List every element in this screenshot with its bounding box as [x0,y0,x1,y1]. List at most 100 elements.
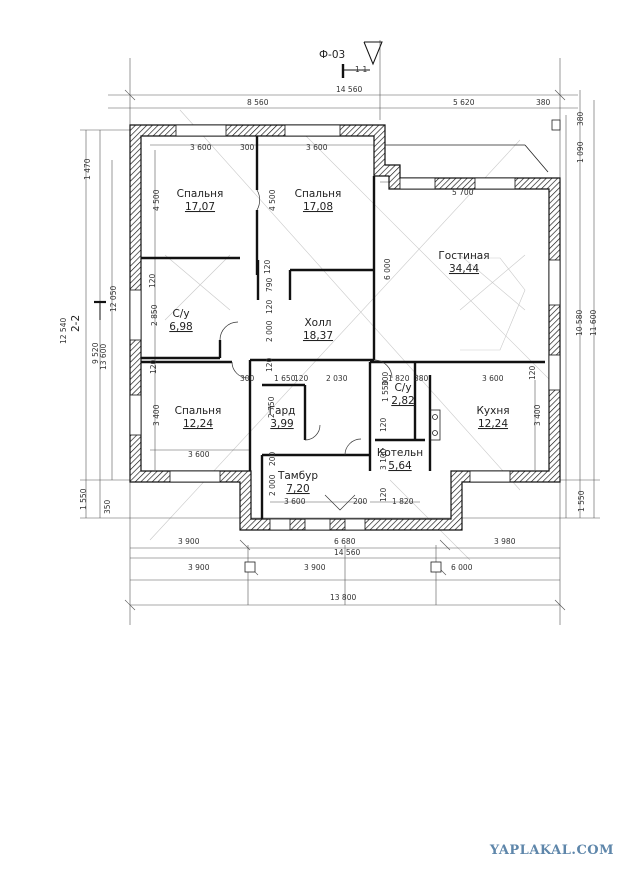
dim-label: 120 [528,365,537,380]
dim-label: 120 [263,259,272,274]
room-labels: Спальня 17,07 Спальня 17,08 Гостиная 34,… [169,188,509,495]
room-name: Холл [304,317,331,329]
dim-label: 8 560 [247,98,269,107]
dim-label: 10 580 [575,310,584,336]
dim-label: 380 [576,111,585,126]
kitchen-fixtures [429,409,441,441]
dim-label: 300 [240,143,255,152]
dim-label: 3 400 [533,404,542,426]
axis-markers [244,119,561,573]
room-area: 18,37 [303,330,333,342]
room-name: Спальня [175,405,222,417]
dim-label: 1 550 [577,490,586,512]
room-area: 12,24 [183,418,213,430]
dim-label: 3 400 [152,404,161,426]
dim-label: 9 520 [91,342,100,364]
dim-label: 5 620 [453,98,475,107]
dim-label: 1 650 [274,374,296,383]
dim-label: 120 [265,299,274,314]
bottom-dimensions: 3 900 6 680 3 980 14 560 3 900 3 900 6 0… [178,537,516,602]
dim-label: 12 540 [59,318,68,344]
dim-label: 200 [268,451,277,466]
room-area: 2,82 [391,395,414,407]
dim-label: 300 [381,371,390,386]
room-name: Кухня [476,405,509,417]
room-name: Гостиная [438,250,489,262]
room-area: 17,07 [185,201,215,213]
door-swings [219,189,393,511]
dim-label: 1 550 [79,488,88,510]
dim-label: 120 [294,374,309,383]
dim-label: 1 820 [388,374,410,383]
dim-label: 1 090 [576,141,585,163]
dim-label: 13 800 [330,593,356,602]
dim-label: 120 [265,357,274,372]
room-name: С/у [172,308,189,320]
dim-label: 790 [265,277,274,292]
interior-dimensions: 4 500 4 500 6 000 120 2 850 120 790 120 … [148,189,542,506]
dim-label: 5 700 [452,188,474,197]
dim-label: 120 [379,417,388,432]
dim-label: 3 980 [494,537,516,546]
dim-label: 13 600 [99,344,108,370]
dim-label: 200 [353,497,368,506]
room-area: 17,08 [303,201,333,213]
section-marker [341,41,383,78]
windows [129,124,561,531]
dim-label: 3 900 [178,537,200,546]
dim-label: 1 820 [392,497,414,506]
watermark: YAPLAKAL.COM [489,843,614,858]
dim-label: 11 600 [589,310,598,336]
top-dimensions: 14 560 8 560 5 620 380 3 600 300 3 600 5… [190,85,551,197]
dim-label: 2 030 [326,374,348,383]
interior-walls [141,136,545,519]
dim-label: 120 [379,487,388,502]
axis-2-2-marker [94,300,106,320]
room-name: Спальня [295,188,342,200]
dim-label: 6 680 [334,537,356,546]
axis-2-2-label: 2-2 [70,315,82,332]
section-cut-label: 1-1 [355,65,367,74]
room-area: 3,99 [270,418,293,430]
room-area: 34,44 [449,263,479,275]
dim-label: 4 500 [268,189,277,211]
dim-label: 3 600 [190,143,212,152]
dim-label: 1 470 [83,158,92,180]
dim-label: 120 [149,359,158,374]
dim-label: 2 850 [150,304,159,326]
left-dimensions: 1 470 12 540 9 520 13 600 12 050 1 550 3… [59,158,118,514]
dim-label: 2 000 [268,474,277,496]
dim-label: 380 [414,374,429,383]
dim-label: 1 550 [381,380,390,402]
dim-label: 4 500 [152,189,161,211]
dim-label: 3 600 [306,143,328,152]
room-area: 7,20 [286,483,309,495]
room-area: 5,64 [388,460,412,472]
dim-label: 350 [103,499,112,514]
dim-label: 3 900 [304,563,326,572]
dim-label: 380 [536,98,551,107]
dim-label: 3 600 [482,374,504,383]
dim-label: 300 [240,374,255,383]
dim-label: 3 900 [188,563,210,572]
room-name: Спальня [177,188,224,200]
room-area: 12,24 [478,418,508,430]
dim-label: 3 600 [284,497,306,506]
dim-label: 14 560 [334,548,360,557]
dim-label: 2 000 [265,320,274,342]
room-name: С/у [394,382,411,394]
room-area: 6,98 [169,321,192,333]
right-dimensions: 380 1 090 10 580 11 600 1 550 [575,111,598,512]
dim-label: 120 [148,273,157,288]
dim-label: 3 600 [188,450,210,459]
dim-label: 6 000 [451,563,473,572]
room-name: Тамбур [277,470,318,482]
room-name: Гард [269,405,296,417]
section-label: Ф-03 [319,49,345,61]
dim-label: 3 100 [379,448,388,470]
dim-label: 14 560 [336,85,362,94]
dim-label: 2 750 [267,396,276,418]
room-name: Котельн [377,447,423,459]
dim-label: 12 050 [109,286,118,312]
